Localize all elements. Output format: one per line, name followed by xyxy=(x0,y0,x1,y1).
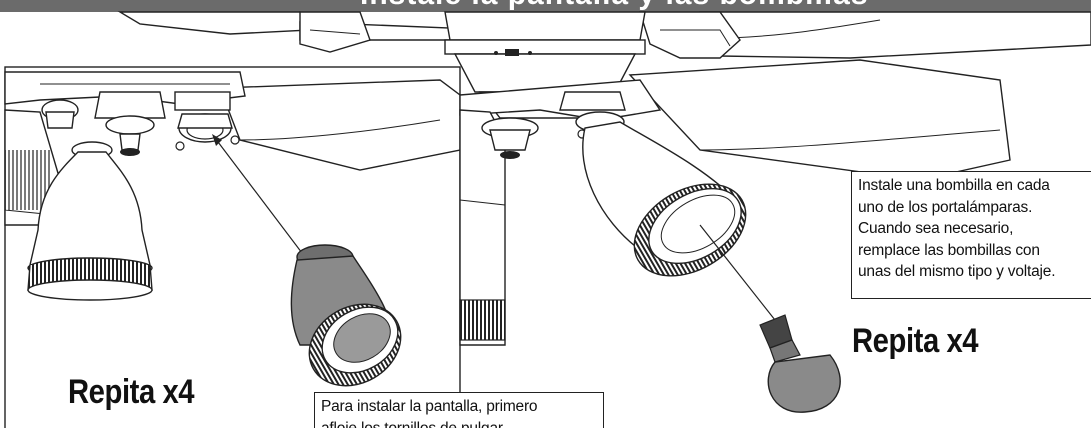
section-header-bar: Instale la pantalla y las bombillas xyxy=(0,0,1091,12)
bulb-instruction-line-4: remplace las bombillas con xyxy=(858,241,1040,259)
bulb-instruction-callout: Instale una bombilla en cada uno de los … xyxy=(851,171,1091,299)
bulb-instruction-line-5: unas del mismo tipo y voltaje. xyxy=(858,263,1056,280)
glass-shade xyxy=(290,244,402,387)
shade-instruction-line-2: afloje los tornillos de pulgar xyxy=(321,419,503,428)
section-header-title: Instale la pantalla y las bombillas xyxy=(360,0,869,12)
installed-shade xyxy=(582,121,747,277)
repeat-count-label-left: Repita x4 xyxy=(68,373,195,411)
right-detail-panel xyxy=(459,59,1011,413)
repeat-count-label-right: Repita x4 xyxy=(852,322,979,360)
left-detail-panel xyxy=(4,66,461,428)
light-bulb xyxy=(759,314,841,413)
background-fan-blades xyxy=(117,11,1091,59)
bulb-instruction-line-2: uno de los portalámparas. xyxy=(858,198,1033,216)
shade-instruction-line-1: Para instalar la pantalla, primero xyxy=(321,398,538,415)
bulb-instruction-line-3: Cuando sea necesario, xyxy=(858,220,1014,237)
shade-instruction-callout: Para instalar la pantalla, primero afloj… xyxy=(314,392,604,428)
bulb-instruction-line-1: Instale una bombilla en cada xyxy=(858,177,1050,194)
